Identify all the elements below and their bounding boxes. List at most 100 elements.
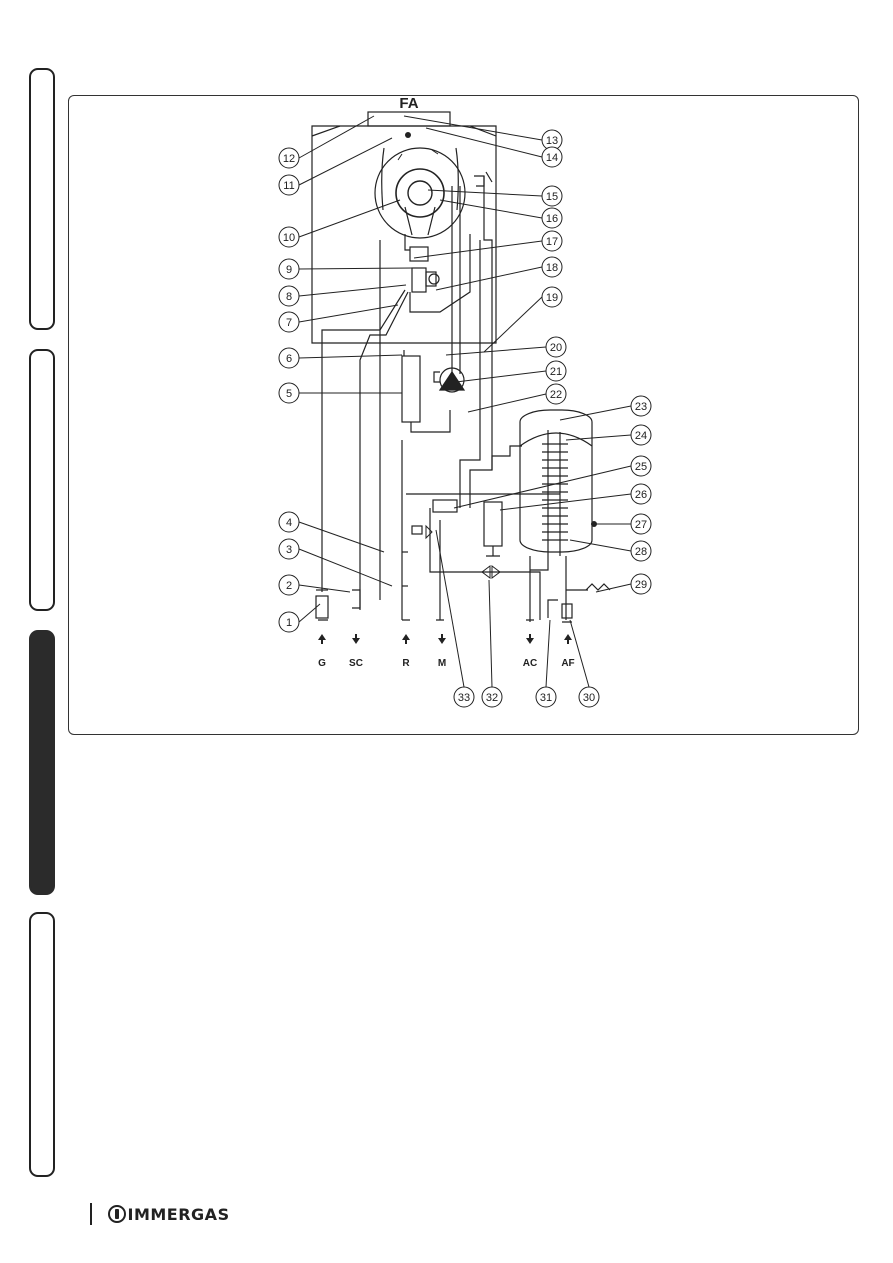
leader-line-2 bbox=[298, 584, 351, 593]
callout-5: 5 bbox=[278, 382, 300, 404]
svg-text:18: 18 bbox=[546, 262, 558, 274]
svg-text:16: 16 bbox=[546, 213, 558, 225]
svg-text:8: 8 bbox=[286, 291, 292, 303]
leader-line-12 bbox=[298, 115, 375, 159]
sensor bbox=[405, 132, 411, 138]
callout-9: 9 bbox=[278, 258, 300, 280]
svg-text:7: 7 bbox=[286, 317, 292, 329]
callout-27: 27 bbox=[630, 513, 652, 535]
leader-line-8 bbox=[298, 284, 407, 297]
callout-29: 29 bbox=[630, 573, 652, 595]
svg-text:14: 14 bbox=[546, 152, 558, 164]
callout-20: 20 bbox=[545, 336, 567, 358]
callout-18: 18 bbox=[541, 256, 563, 278]
svg-text:19: 19 bbox=[546, 292, 558, 304]
svg-text:9: 9 bbox=[286, 264, 292, 276]
leader-line-30 bbox=[569, 619, 590, 688]
callout-26: 26 bbox=[630, 483, 652, 505]
side-tab-3-active[interactable] bbox=[29, 630, 55, 895]
side-tab-4[interactable] bbox=[29, 912, 55, 1177]
svg-text:6: 6 bbox=[286, 353, 292, 365]
svg-text:32: 32 bbox=[486, 692, 498, 704]
connection-label-sc: SC bbox=[349, 658, 363, 669]
callout-13: 13 bbox=[541, 129, 563, 151]
callout-17: 17 bbox=[541, 230, 563, 252]
flue-label: FA bbox=[399, 95, 418, 112]
immergas-logo-icon bbox=[107, 1205, 126, 1223]
leader-line-25 bbox=[453, 465, 632, 509]
callout-4: 4 bbox=[278, 511, 300, 533]
callout-32: 32 bbox=[481, 686, 503, 708]
leader-line-1 bbox=[298, 603, 321, 623]
svg-text:15: 15 bbox=[546, 191, 558, 203]
svg-text:26: 26 bbox=[635, 489, 647, 501]
svg-text:20: 20 bbox=[550, 342, 562, 354]
svg-text:31: 31 bbox=[540, 692, 552, 704]
leader-line-16 bbox=[439, 199, 543, 219]
callout-30: 30 bbox=[578, 686, 600, 708]
svg-text:33: 33 bbox=[458, 692, 470, 704]
leader-line-3 bbox=[298, 548, 393, 587]
leader-line-26 bbox=[499, 493, 632, 511]
expansion-vessel bbox=[401, 355, 421, 423]
leader-line-10 bbox=[298, 199, 401, 238]
leader-line-22 bbox=[467, 393, 547, 413]
callout-25: 25 bbox=[630, 455, 652, 477]
leader-line-24 bbox=[565, 434, 632, 441]
leader-line-28 bbox=[569, 539, 632, 552]
callout-28: 28 bbox=[630, 540, 652, 562]
cold-inlet-valve bbox=[561, 603, 573, 619]
boiler-casing bbox=[311, 125, 497, 344]
callout-10: 10 bbox=[278, 226, 300, 248]
callout-23: 23 bbox=[630, 395, 652, 417]
leader-line-29 bbox=[595, 583, 632, 593]
callout-22: 22 bbox=[545, 383, 567, 405]
svg-text:27: 27 bbox=[635, 519, 647, 531]
svg-text:4: 4 bbox=[286, 517, 292, 529]
callout-15: 15 bbox=[541, 185, 563, 207]
svg-text:3: 3 bbox=[286, 544, 292, 556]
brand-name: IMMERGAS bbox=[127, 1204, 230, 1224]
leader-line-18 bbox=[435, 266, 543, 291]
diverter-valve bbox=[432, 499, 458, 513]
callout-16: 16 bbox=[541, 207, 563, 229]
gas-cock bbox=[315, 595, 329, 619]
callout-33: 33 bbox=[453, 686, 475, 708]
connection-label-r: R bbox=[402, 658, 410, 669]
leader-line-19 bbox=[483, 296, 543, 353]
heating-coil bbox=[542, 443, 568, 541]
pump bbox=[438, 370, 466, 391]
flue-terminal bbox=[367, 111, 451, 127]
leader-line-21 bbox=[455, 370, 547, 383]
callout-31: 31 bbox=[535, 686, 557, 708]
brand-logo: IMMERGAS bbox=[90, 1202, 230, 1226]
svg-text:13: 13 bbox=[546, 135, 558, 147]
callout-3: 3 bbox=[278, 538, 300, 560]
diagram-frame bbox=[68, 95, 859, 735]
logo-divider bbox=[90, 1203, 92, 1225]
connection-label-ac: AC bbox=[523, 658, 537, 669]
side-tab-2[interactable] bbox=[29, 349, 55, 611]
callout-11: 11 bbox=[278, 174, 300, 196]
svg-text:22: 22 bbox=[550, 389, 562, 401]
leader-line-11 bbox=[298, 137, 393, 186]
callout-21: 21 bbox=[545, 360, 567, 382]
svg-text:11: 11 bbox=[283, 180, 294, 192]
leader-line-13 bbox=[403, 115, 543, 141]
svg-text:21: 21 bbox=[550, 366, 562, 378]
callout-8: 8 bbox=[278, 285, 300, 307]
leader-line-20 bbox=[445, 346, 547, 356]
leader-line-4 bbox=[298, 521, 385, 553]
leader-line-7 bbox=[298, 304, 399, 323]
svg-text:24: 24 bbox=[635, 430, 647, 442]
callout-6: 6 bbox=[278, 347, 300, 369]
callout-1: 1 bbox=[278, 611, 300, 633]
side-tab-1[interactable] bbox=[29, 68, 55, 330]
callout-2: 2 bbox=[278, 574, 300, 596]
callout-12: 12 bbox=[278, 147, 300, 169]
svg-text:17: 17 bbox=[546, 236, 558, 248]
svg-text:25: 25 bbox=[635, 461, 647, 473]
callout-19: 19 bbox=[541, 286, 563, 308]
gas-valve bbox=[411, 267, 427, 293]
